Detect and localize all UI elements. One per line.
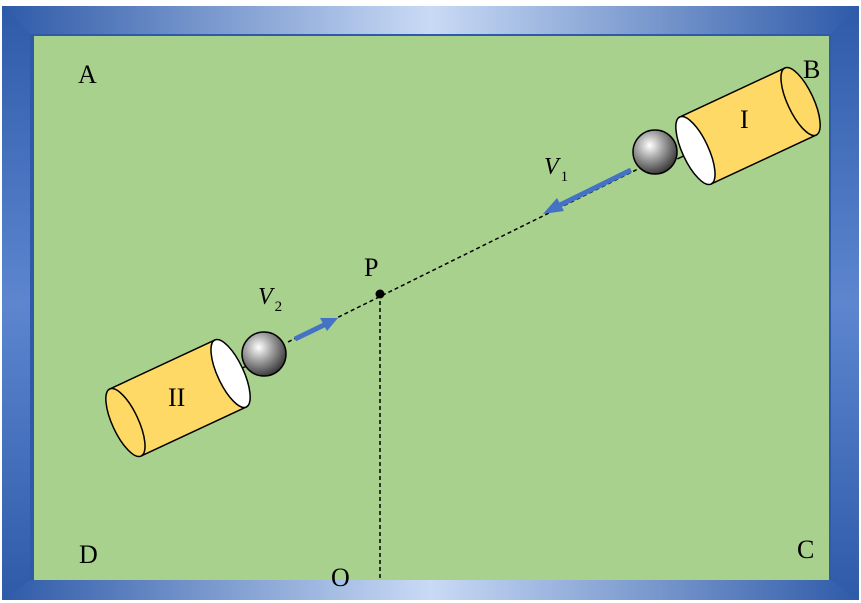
cannon-two [105,338,251,458]
velocity-one-arrow [543,167,633,214]
ball-two [241,331,287,377]
point-p-label: P [364,253,378,282]
point-p-marker [375,289,385,299]
trajectory-line [287,167,641,343]
corner-d-label: D [79,540,98,569]
cannon-two-label: II [168,383,185,412]
corner-c-label: C [797,535,814,564]
point-o-label: O [331,563,350,592]
cannon-one-label: I [740,105,749,134]
corner-a-label: A [78,60,97,89]
velocity-two-arrow [293,318,338,342]
ball-one [632,129,678,175]
corner-b-label: B [803,55,820,84]
cannon-one [675,66,821,186]
